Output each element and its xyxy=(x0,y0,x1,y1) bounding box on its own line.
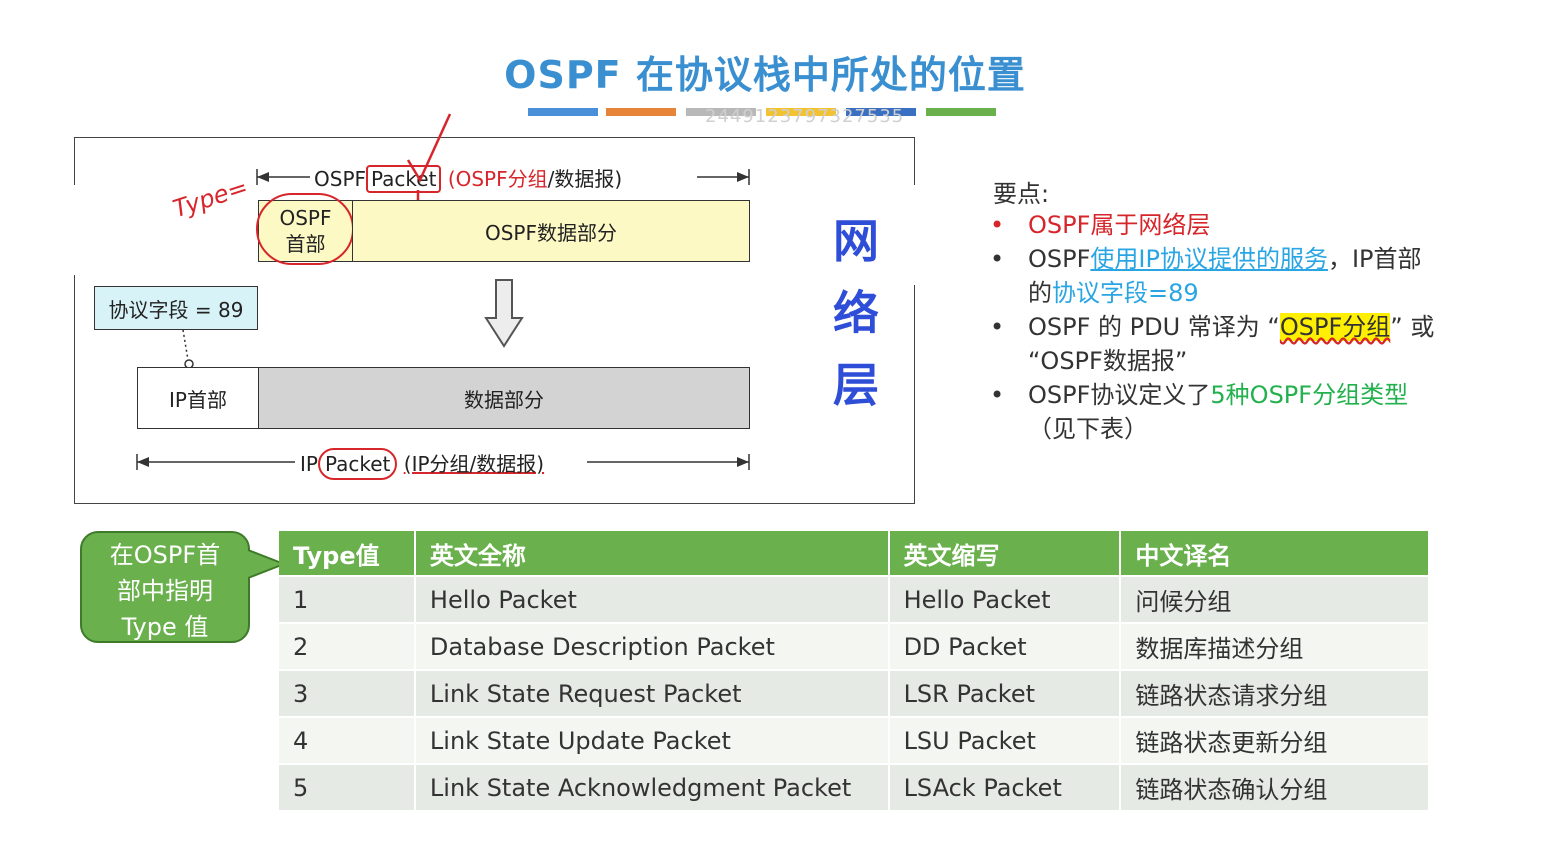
page-title: OSPF 在协议栈中所处的位置 xyxy=(504,53,1026,97)
diagram-frame xyxy=(74,137,915,504)
ospf-packet-span-arrow xyxy=(256,169,750,185)
watermark: 2449123797327535 xyxy=(705,106,905,127)
point-2: • OSPF使用IP协议提供的服务，IP首部 的协议字段=89 xyxy=(990,245,1422,307)
point-3: • OSPF 的 PDU 常译为 “OSPF分组” 或 “OSPF数据报” xyxy=(990,313,1435,375)
ospf-packet-word-circled: Packet xyxy=(366,165,442,193)
ip-data-box: 数据部分 xyxy=(258,367,750,429)
ip-service-link: 使用IP协议提供的服务 xyxy=(1090,245,1328,273)
down-arrow-icon xyxy=(484,279,524,348)
ip-header-box: IP首部 xyxy=(137,367,259,429)
points-heading: 要点: xyxy=(993,180,1050,208)
title-bar-gray xyxy=(686,108,756,116)
title-bar-orange xyxy=(606,108,676,116)
title-bar-yellow xyxy=(766,108,836,116)
ip-packet-span-arrow xyxy=(136,454,750,470)
ospf-data-box: OSPF数据部分 xyxy=(352,200,750,262)
col-chinese-name: 中文译名 xyxy=(1120,531,1430,576)
col-type: Type值 xyxy=(279,531,416,576)
col-english-name: 英文全称 xyxy=(414,531,890,576)
protocol-field-connector xyxy=(182,329,194,369)
point-4: • OSPF协议定义了5种OSPF分组类型 （见下表） xyxy=(990,381,1409,443)
points-list: •OSPF属于网络层 • OSPF使用IP协议提供的服务，IP首部 的协议字段=… xyxy=(990,208,1510,446)
ip-packet-word-circled: Packet xyxy=(317,448,398,480)
title-bar-darkblue xyxy=(846,108,916,116)
ospf-header-circle xyxy=(256,193,354,265)
col-abbreviation: 英文缩写 xyxy=(888,531,1122,576)
table-header-row: Type值 英文全称 英文缩写 中文译名 xyxy=(279,531,1430,576)
point-1: •OSPF属于网络层 xyxy=(990,211,1211,239)
network-layer-label: 网 络 层 xyxy=(833,214,879,412)
protocol-field-label: 协议字段 = 89 xyxy=(94,286,258,330)
type-callout: 在OSPF首 部中指明 Type 值 xyxy=(80,531,250,643)
ospf-packet-highlight: OSPF分组 xyxy=(1279,313,1391,341)
title-bar-green xyxy=(926,108,996,116)
title-bar-blue xyxy=(528,108,598,116)
